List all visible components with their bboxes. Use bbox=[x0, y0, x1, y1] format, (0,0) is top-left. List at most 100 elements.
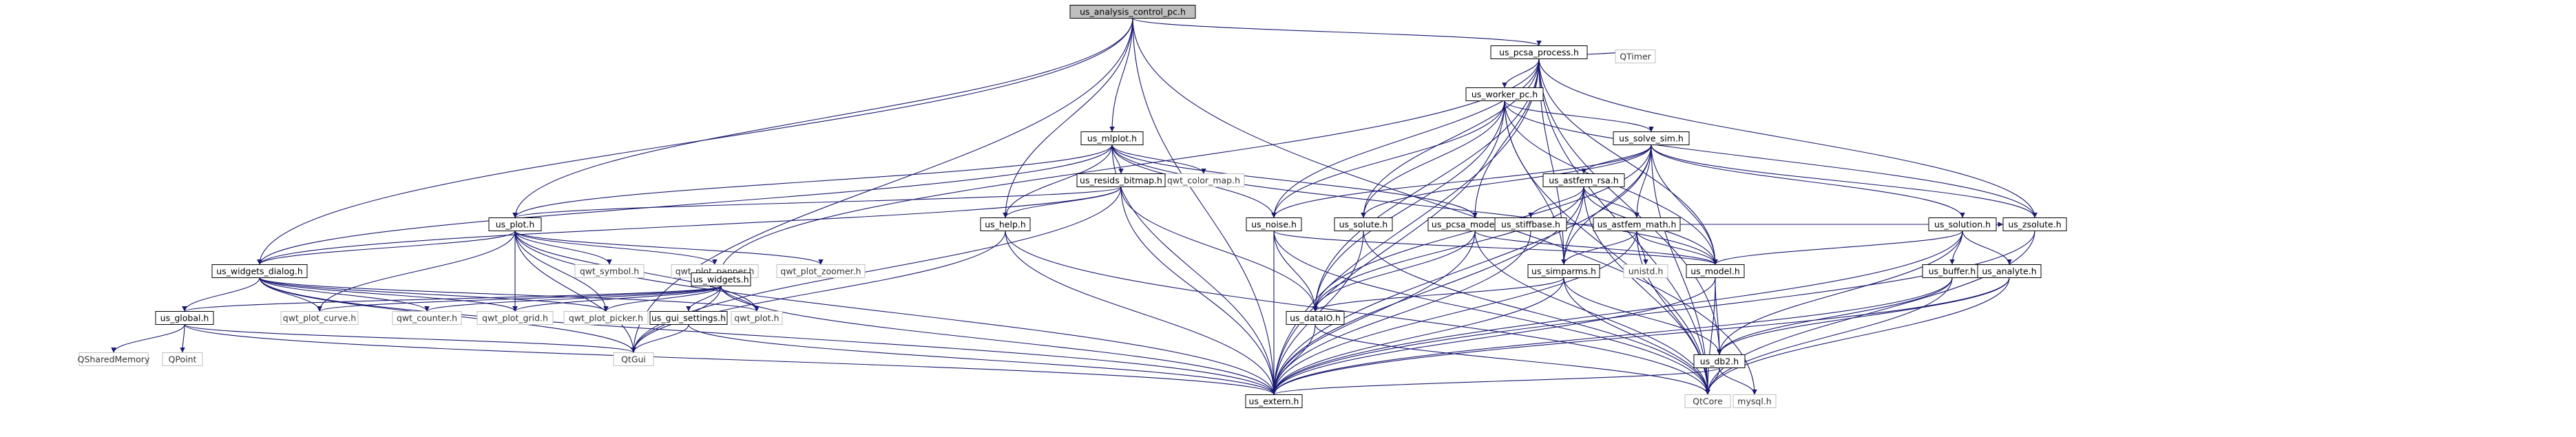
edge-noise-to-dataio bbox=[1273, 231, 1318, 312]
node-us-dataio-h[interactable]: us_dataIO.h bbox=[1286, 311, 1345, 325]
edge-zsolute-to-qtcore bbox=[1705, 231, 2035, 395]
edge-solvesim-to-model bbox=[1651, 145, 1718, 265]
node-us-model-h[interactable]: us_model.h bbox=[1686, 264, 1745, 278]
node-label: us_solve_sim.h bbox=[1619, 134, 1684, 144]
node-label: QPoint bbox=[169, 354, 197, 365]
node-label: us_astfem_math.h bbox=[1598, 220, 1677, 230]
node-label: unistd.h bbox=[1629, 266, 1664, 277]
edge-help-to-qtcore bbox=[1005, 231, 1710, 395]
edge-modelrec-to-dataio bbox=[1312, 231, 1476, 312]
edge-mlplot-to-widgetsdialog bbox=[257, 145, 1113, 265]
node-label: us_noise.h bbox=[1251, 220, 1297, 230]
node-us-astfem-rsa-h[interactable]: us_astfem_rsa.h bbox=[1542, 173, 1625, 187]
node-us-noise-h[interactable]: us_noise.h bbox=[1246, 217, 1302, 231]
edge-simparms-to-extern bbox=[1271, 277, 1564, 395]
node-us-solute-h[interactable]: us_solute.h bbox=[1334, 217, 1393, 231]
node-qwt-plot-h: qwt_plot.h bbox=[731, 311, 783, 325]
node-us-pcsa-process-h[interactable]: us_pcsa_process.h bbox=[1490, 45, 1588, 59]
edge-resids-to-help bbox=[1003, 186, 1122, 218]
edge-mlplot-to-plot bbox=[512, 145, 1113, 218]
node-box bbox=[392, 311, 462, 325]
node-us-simparms-h[interactable]: us_simparms.h bbox=[1527, 264, 1600, 278]
node-us-extern-h[interactable]: us_extern.h bbox=[1245, 394, 1303, 408]
node-us-worker-pc-h[interactable]: us_worker_pc.h bbox=[1465, 87, 1544, 101]
node-box bbox=[1245, 394, 1303, 408]
node-label: us_widgets.h bbox=[693, 275, 748, 285]
node-us-plot-h[interactable]: us_plot.h bbox=[488, 217, 542, 231]
node-box bbox=[1080, 131, 1144, 145]
node-box bbox=[1076, 173, 1166, 187]
edge-widgets-to-qwtplot bbox=[720, 286, 760, 312]
node-us-buffer-h[interactable]: us_buffer.h bbox=[1922, 264, 1982, 278]
node-box bbox=[2002, 217, 2067, 231]
node-us-db2-h[interactable]: us_db2.h bbox=[1693, 354, 1746, 368]
edge-astfemmath-to-simparms bbox=[1561, 231, 1637, 265]
edge-modelrec-to-extern bbox=[1271, 231, 1476, 395]
node-label: QTimer bbox=[1620, 52, 1651, 62]
edge-pcsa-to-worker bbox=[1502, 58, 1540, 88]
node-box bbox=[776, 264, 866, 278]
node-box bbox=[488, 217, 542, 231]
node-box bbox=[1465, 87, 1544, 101]
node-us-mlplot-h[interactable]: us_mlplot.h bbox=[1080, 131, 1144, 145]
node-label: us_resids_bitmap.h bbox=[1080, 175, 1162, 186]
node-box bbox=[563, 311, 649, 325]
edge-root-to-mysql bbox=[1132, 18, 1757, 395]
edge-help-to-qtgui bbox=[631, 231, 1006, 353]
node-box bbox=[731, 311, 783, 325]
node-us-gui-settings-h[interactable]: us_gui_settings.h bbox=[649, 311, 728, 325]
edge-worker-to-qtcore bbox=[1504, 100, 1710, 395]
node-label: us_solute.h bbox=[1339, 220, 1388, 230]
node-box bbox=[1542, 173, 1625, 187]
node-label: us_stiffbase.h bbox=[1501, 220, 1560, 230]
nodes-layer: us_analysis_control_pc.h us_pcsa_process.… bbox=[78, 5, 2067, 408]
node-us-solve-sim-h[interactable]: us_solve_sim.h bbox=[1613, 131, 1690, 145]
node-qwt-plot-grid-h: qwt_plot_grid.h bbox=[477, 311, 554, 325]
node-us-stiffbase-h[interactable]: us_stiffbase.h bbox=[1494, 217, 1567, 231]
node-box bbox=[1693, 354, 1746, 368]
node-qtgui: QtGui bbox=[613, 352, 654, 366]
node-us-widgets-h[interactable]: us_widgets.h bbox=[691, 273, 751, 286]
node-us-global-h[interactable]: us_global.h bbox=[155, 311, 214, 325]
edge-mlplot-to-model bbox=[1111, 145, 1718, 265]
edge-db2-to-mysql bbox=[1719, 367, 1757, 395]
edge-widgetsdialog-to-curve bbox=[259, 277, 322, 312]
edge-global-to-qpoint bbox=[180, 324, 185, 353]
node-box bbox=[280, 311, 359, 325]
edge-widgetsdialog-to-counter bbox=[259, 277, 430, 312]
edge-plot-to-widgetsdialog bbox=[257, 231, 516, 265]
edge-noise-to-model bbox=[1273, 231, 1718, 265]
node-qpoint: QPoint bbox=[162, 352, 203, 366]
node-label: qwt_color_map.h bbox=[1167, 175, 1240, 186]
node-us-widgets-dialog-h[interactable]: us_widgets_dialog.h bbox=[211, 264, 308, 278]
edge-buffer-to-extern bbox=[1271, 277, 1953, 395]
node-qtimer: QTimer bbox=[1615, 50, 1656, 63]
edge-worker-to-solute bbox=[1361, 100, 1505, 218]
edge-plot-to-qtgui bbox=[514, 231, 636, 353]
edge-pcsa-to-model bbox=[1538, 58, 1718, 265]
node-label: us_model.h bbox=[1690, 266, 1740, 277]
edge-simparms-to-qtcore bbox=[1563, 277, 1710, 395]
node-box bbox=[1490, 45, 1588, 59]
node-qwt-plot-curve-h: qwt_plot_curve.h bbox=[280, 311, 359, 325]
node-us-astfem-math-h[interactable]: us_astfem_math.h bbox=[1593, 217, 1681, 231]
edge-pcsa-to-db2 bbox=[1538, 58, 1722, 355]
node-label: QtGui bbox=[621, 354, 646, 365]
edge-simparms-to-db2 bbox=[1563, 277, 1722, 355]
edge-plot-to-picker bbox=[514, 231, 609, 312]
edge-modelrec-to-model bbox=[1474, 231, 1718, 265]
node-us-help-h[interactable]: us_help.h bbox=[980, 217, 1031, 231]
edge-widgets-to-extern bbox=[720, 286, 1277, 395]
node-label: qwt_counter.h bbox=[397, 313, 457, 323]
node-us-solution-h[interactable]: us_solution.h bbox=[1928, 217, 1997, 231]
node-us-resids-bitmap-h[interactable]: us_resids_bitmap.h bbox=[1076, 173, 1166, 187]
edge-astfemrsa-to-astfemmath bbox=[1583, 186, 1640, 218]
node-us-analysis-control-pc-h[interactable]: us_analysis_control_pc.h bbox=[1069, 5, 1196, 19]
edge-buffer-to-qtcore bbox=[1705, 277, 1953, 395]
edge-widgets-to-picker bbox=[603, 286, 722, 312]
node-us-zsolute-h[interactable]: us_zsolute.h bbox=[2002, 217, 2067, 231]
node-us-analyte-h[interactable]: us_analyte.h bbox=[1977, 264, 2042, 278]
node-box bbox=[1494, 217, 1567, 231]
node-qwt-plot-zoomer-h: qwt_plot_zoomer.h bbox=[776, 264, 866, 278]
